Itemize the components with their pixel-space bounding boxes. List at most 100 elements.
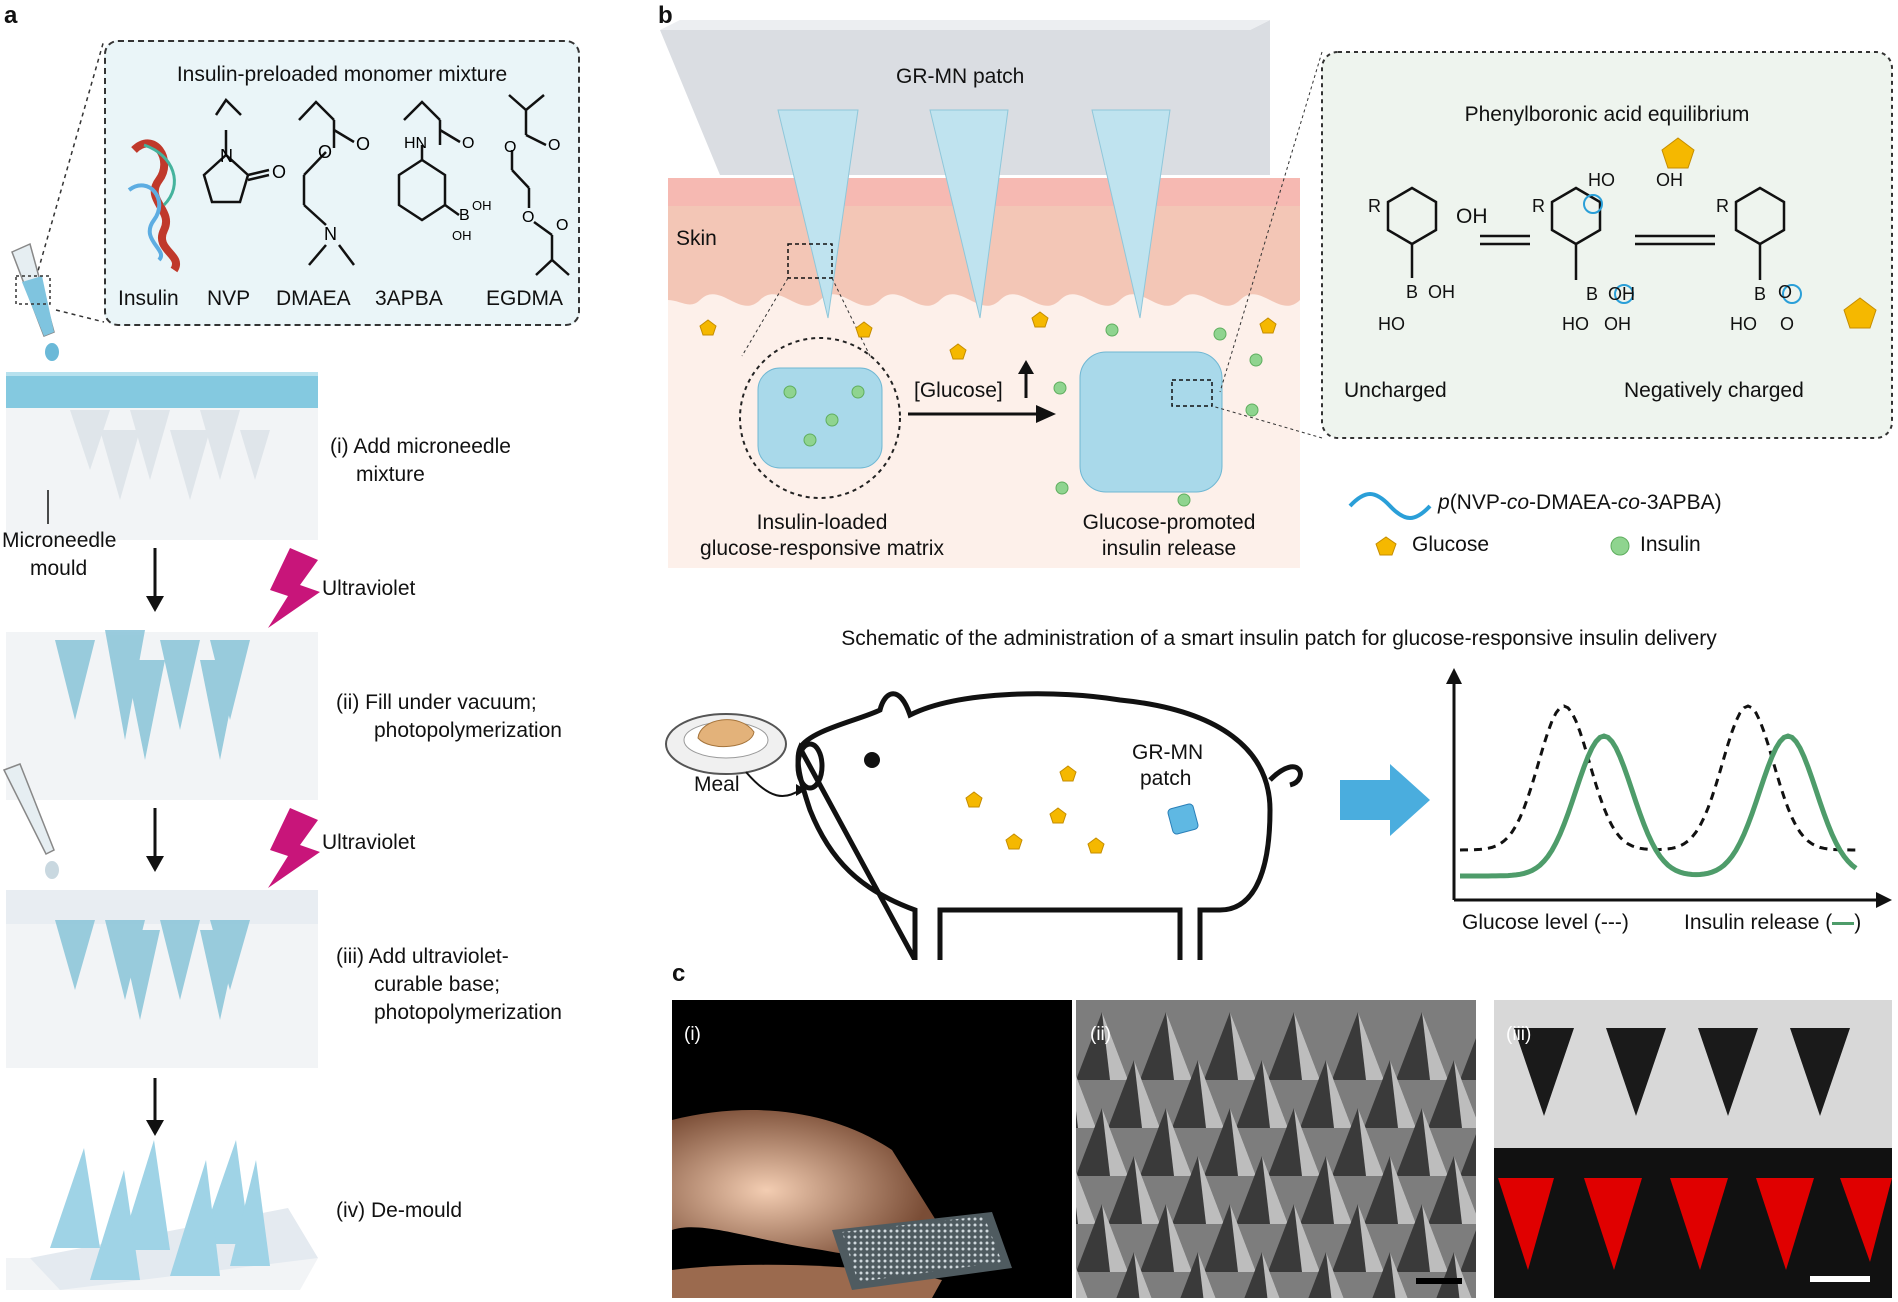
pig-eye-icon: [864, 752, 880, 768]
monomer-name-dmaea: DMAEA: [276, 287, 351, 310]
meal-plate-icon: [665, 713, 787, 775]
uv-lightning-2-icon: [268, 808, 320, 888]
step-arrow-1: [146, 548, 164, 612]
sem-needle-highlight: [1422, 1204, 1448, 1272]
pba-b2-label: B: [1586, 284, 1599, 304]
sem-needle-highlight: [1326, 1060, 1352, 1128]
dmaea-o1-label: O: [356, 134, 370, 154]
sem-needle-highlight: [1134, 1156, 1160, 1224]
sem-needle-highlight: [1422, 1012, 1448, 1080]
mould-with-mixture: [6, 372, 318, 540]
pba-r1-label: R: [1368, 196, 1381, 216]
dmaea-n-label: N: [324, 224, 337, 244]
pba-glucose-icon: [1661, 137, 1695, 169]
sem-needle-highlight: [1390, 1060, 1416, 1128]
sem-needle-highlight: [1134, 1060, 1160, 1128]
egdma-o1-label: O: [548, 137, 560, 154]
matrix-label-line2: glucose-responsive matrix: [700, 537, 944, 560]
photo-sem-needles: [1076, 1000, 1476, 1298]
dmaea-o2-label: O: [318, 142, 332, 162]
egdma-structure: [508, 94, 570, 276]
photo-fluorescence: [1494, 1000, 1892, 1298]
photo-iii-label: (iii): [1506, 1024, 1532, 1045]
needle-zoom-box: [787, 243, 833, 279]
sem-needle-highlight: [1198, 1060, 1224, 1128]
monomer-name-nvp: NVP: [207, 287, 251, 310]
boronate-ester-minus-icon: [1782, 284, 1802, 304]
sem-needle-highlight: [1166, 1204, 1192, 1272]
glucose-legend-icon: [1375, 536, 1397, 556]
nvp-o-label: O: [272, 162, 286, 182]
3apba-oh2-label: OH: [452, 228, 472, 243]
sem-needle-highlight: [1390, 1252, 1408, 1298]
pba-r3-label: R: [1716, 196, 1729, 216]
uv-label-2: Ultraviolet: [322, 831, 416, 854]
pba-negative-label: Negatively charged: [1624, 379, 1804, 402]
sem-needle-highlight: [1230, 1204, 1256, 1272]
sem-needle-highlight: [1358, 1204, 1384, 1272]
polymer-co-2: co: [1617, 491, 1640, 514]
meal-label: Meal: [694, 773, 740, 796]
pba-oh1-label: OH: [1428, 282, 1455, 302]
pba-oh2-label: OH: [1608, 284, 1635, 304]
polymer-legend-label: p(NVP-co-DMAEA-co-3APBA): [1438, 490, 1722, 516]
glucose-arrow-label: [Glucose]: [914, 379, 1003, 402]
pba-box: [1321, 51, 1893, 439]
pba-glucose-ring-icon: [1843, 297, 1877, 329]
insulin-legend-label: Insulin: [1640, 533, 1701, 556]
sem-needle-highlight: [1454, 1156, 1476, 1224]
schematic-title: Schematic of the administration of a sma…: [841, 627, 1717, 650]
release-graph: [1446, 668, 1892, 908]
uv-label-1: Ultraviolet: [322, 577, 416, 600]
sem-needle: [1460, 1038, 1476, 1080]
graph-insulin-end: ): [1854, 911, 1862, 934]
step-ii-line2: photopolymerization: [374, 719, 562, 742]
graph-insulin-text: Insulin release (: [1684, 911, 1833, 934]
panel-b-diagram: [660, 20, 1893, 568]
insulin-molecules: [783, 323, 1263, 507]
sem-needle-highlight: [1262, 1252, 1280, 1298]
nvp-n-label: N: [220, 146, 233, 166]
pig-patch-label-line2: patch: [1140, 767, 1192, 790]
pig-patch-label-line1: GR-MN: [1132, 741, 1204, 764]
sem-needle-highlight: [1294, 1012, 1320, 1080]
pipette-2-icon: [2, 763, 59, 879]
glucose-curve: [1459, 704, 1856, 852]
sem-needle-highlight: [1230, 1108, 1256, 1176]
sem-needle-highlight: [1230, 1012, 1256, 1080]
dmaea-structure: [298, 100, 355, 266]
3apba-structure: [397, 100, 461, 222]
step-i-line2: mixture: [356, 463, 425, 486]
sem-needle-highlight: [1134, 1252, 1152, 1298]
step-iii-line2: curable base;: [374, 973, 501, 996]
sem-needle-highlight: [1102, 1012, 1128, 1080]
glucose-molecules: [699, 311, 1277, 360]
release-label-line1: Glucose-promoted: [1082, 511, 1256, 534]
big-arrow-icon: [1340, 764, 1430, 836]
sem-needle-highlight: [1326, 1252, 1344, 1298]
photo-i-label: (i): [684, 1024, 701, 1045]
polymer-legend-icon: [1348, 492, 1432, 520]
graph-glucose-label: Glucose level (---): [1462, 911, 1629, 934]
sem-needle-highlight: [1358, 1108, 1384, 1176]
sem-needle-highlight: [1262, 1060, 1288, 1128]
released-gel: [1079, 351, 1223, 493]
monomer-name-3apba: 3APBA: [375, 287, 443, 310]
step-i-line1: (i) Add microneedle: [330, 435, 511, 458]
demoulded-microneedles: [6, 1140, 318, 1290]
sem-needle-highlight: [1102, 1108, 1128, 1176]
step-ii-line1: (ii) Fill under vacuum;: [336, 691, 537, 714]
sem-needle-highlight: [1358, 1012, 1384, 1080]
photo-ii-label: (ii): [1090, 1024, 1112, 1045]
photo-patch-finger: [672, 1000, 1072, 1298]
polymer-part-1: (NVP-: [1449, 491, 1507, 514]
pig-schematic: [665, 668, 1892, 960]
egdma-o4-label: O: [556, 217, 568, 234]
pba-o1-label: O: [1778, 282, 1793, 302]
insulin-legend-icon: [1610, 536, 1630, 556]
pba-ho-glucose-label: HO: [1588, 170, 1615, 190]
sem-needle-highlight: [1076, 1171, 1096, 1224]
pba-oh-glucose-label: OH: [1656, 170, 1683, 190]
sem-needle-highlight: [1076, 1075, 1096, 1128]
scale-bar-iii: [1810, 1276, 1870, 1282]
